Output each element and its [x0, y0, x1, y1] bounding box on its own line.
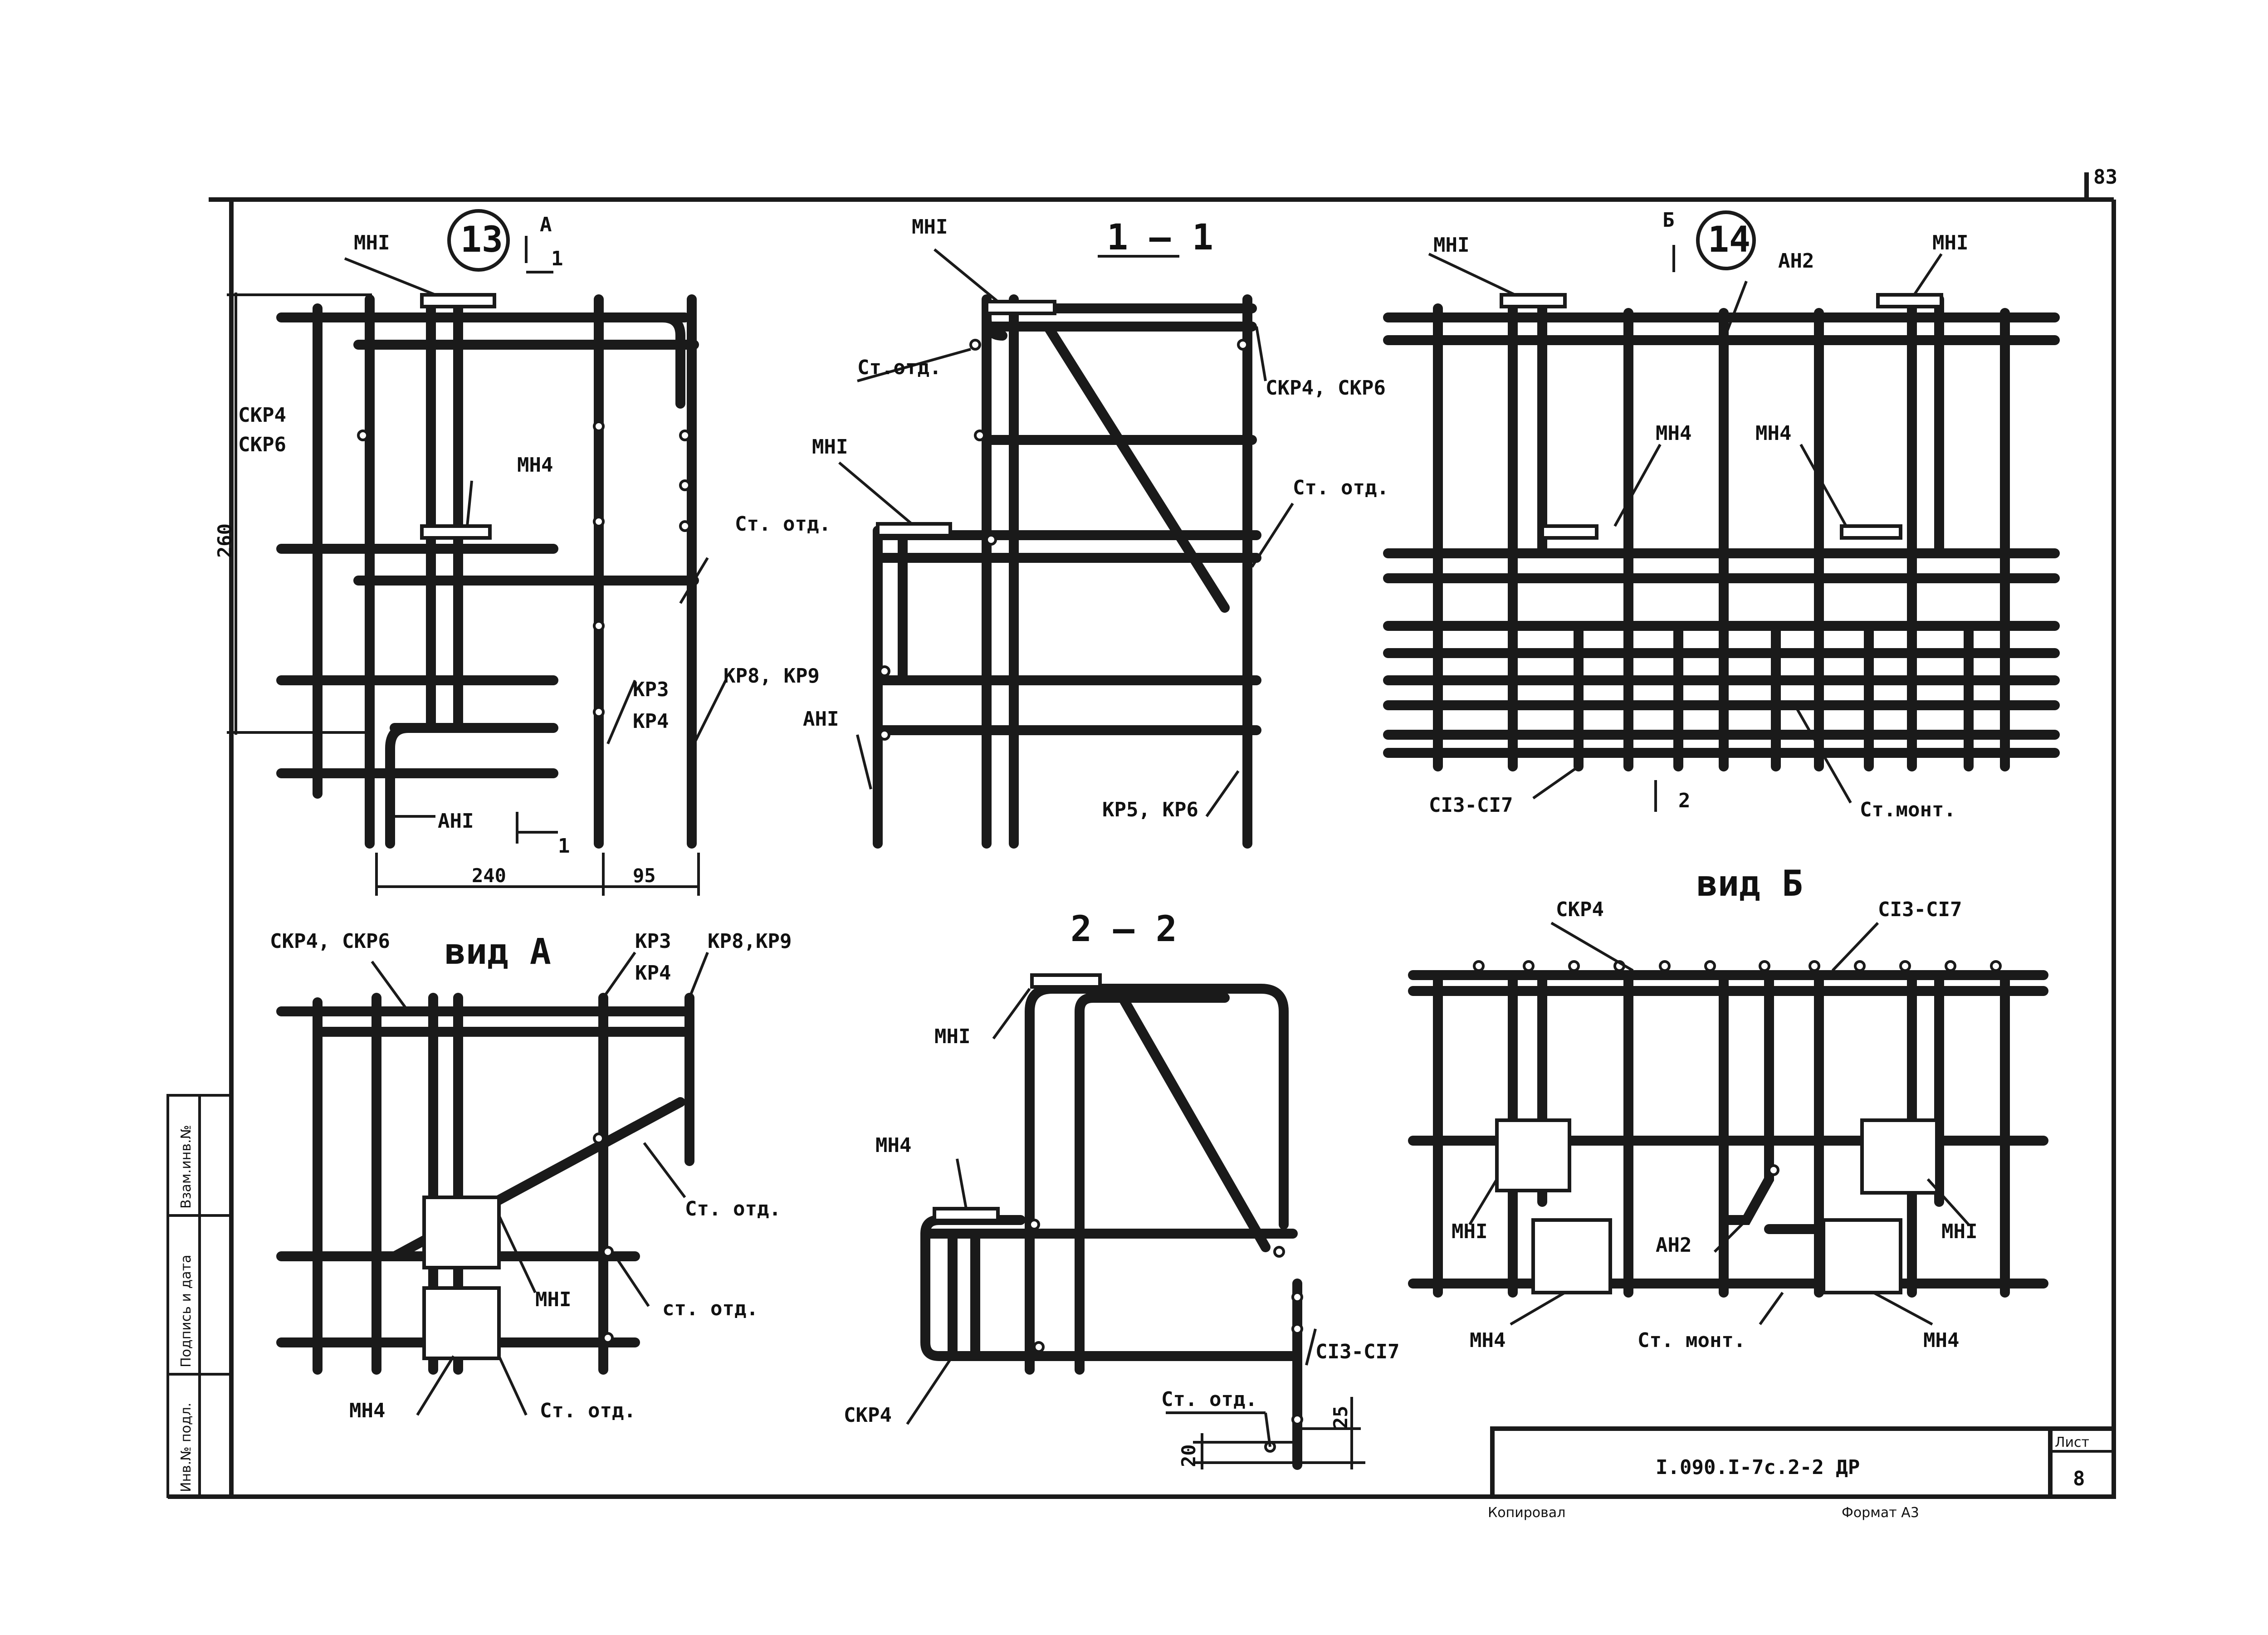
- s22-dim-20: 20: [1178, 1444, 1200, 1467]
- vb-label-mn4: МН4: [1470, 1329, 1505, 1352]
- vb-label-mn4b: МН4: [1923, 1329, 1959, 1352]
- node13-view: [227, 236, 727, 896]
- format-label: Формат А3: [1842, 1505, 1919, 1521]
- n14-label-mn1: МНI: [1433, 234, 1469, 257]
- viewA: [276, 952, 709, 1416]
- checked-label: Копировал: [1488, 1505, 1565, 1521]
- section11-title: 1 — 1: [1107, 217, 1213, 258]
- label-kr89: КР8, КР9: [723, 664, 820, 688]
- vb-label-skr4: СКР4: [1556, 898, 1604, 921]
- vb-label-c13: СI3-СI7: [1878, 898, 1962, 921]
- section-1-num: 1: [551, 247, 563, 270]
- s22-dim-25: 25: [1330, 1406, 1352, 1429]
- stamp-replace: Взам.инв.№: [178, 1125, 194, 1209]
- document-code: I.090.I-7c.2-2 ДР: [1656, 1456, 1860, 1479]
- sec11-label-mn1: МНI: [912, 215, 948, 239]
- section-1-num-bottom: 1: [558, 835, 570, 858]
- va-label-mn1: МНI: [535, 1288, 571, 1311]
- side-stamp: Инв.№ подл. Подпись и дата Взам.инв.№: [166, 1094, 233, 1498]
- sec11-label-mn1b: МНI: [812, 435, 848, 459]
- dim-95: 95: [633, 864, 656, 887]
- vb-label-mn1b: МНI: [1941, 1220, 1977, 1243]
- n14-label-st-mont: Ст.монт.: [1860, 798, 1956, 821]
- s22-label-skr4: СКР4: [844, 1404, 892, 1427]
- n14-label-mn4: МН4: [1656, 422, 1691, 445]
- sec11-label-st-otd: Ст.отд.: [857, 356, 941, 379]
- section22-title: 2 — 2: [1070, 909, 1177, 950]
- viewB: [1408, 922, 2048, 1326]
- label-st-otd: Ст. отд.: [735, 512, 831, 536]
- n14-label-an2: АН2: [1778, 249, 1814, 273]
- sec11-label-kr56: КР5, КР6: [1102, 798, 1198, 821]
- va-label-kr3: КР3: [635, 930, 671, 953]
- dim-260: 260: [214, 523, 236, 558]
- stamp-inv: Инв.№ подл.: [178, 1403, 194, 1492]
- sec11-label-skr46: СКР4, СКР6: [1266, 376, 1386, 400]
- va-label-mn4: МН4: [349, 1399, 385, 1422]
- s22-label-mn1: МНI: [934, 1025, 970, 1048]
- node-13-marker: [447, 209, 510, 272]
- label-skr4: СКР4: [238, 404, 286, 427]
- vb-label-mn1: МНI: [1452, 1220, 1487, 1243]
- sheet-number: 8: [2073, 1467, 2085, 1490]
- node-13-number: 13: [460, 220, 503, 260]
- node-14-number: 14: [1708, 220, 1750, 260]
- n14-label-c13: СI3-СI7: [1429, 794, 1513, 817]
- node14-view: [1383, 245, 2060, 812]
- page-number: 83: [2093, 166, 2117, 189]
- va-label-st-otd-lower: ст. отд.: [662, 1297, 758, 1320]
- sec11-label-an1: АНI: [803, 708, 839, 731]
- label-an1: АНI: [438, 810, 474, 833]
- viewB-title: вид Б: [1696, 864, 1803, 904]
- s22-label-c13: СI3-СI7: [1315, 1340, 1399, 1363]
- va-label-st-otd: Ст. отд.: [685, 1197, 781, 1220]
- va-label-kr89: КР8,КР9: [708, 930, 792, 953]
- viewA-title: вид А: [445, 932, 551, 972]
- sheet-label: Лист: [2055, 1435, 2089, 1450]
- vb-label-an2: АН2: [1656, 1234, 1691, 1257]
- va-label-kr4: КР4: [635, 961, 671, 985]
- title-block: I.090.I-7c.2-2 ДР Лист 8 Копировал Форма…: [1488, 1426, 2116, 1521]
- label-skr6: СКР6: [238, 433, 286, 456]
- n14-label-mn4b: МН4: [1755, 422, 1791, 445]
- section-a-letter: А: [540, 213, 552, 236]
- n14-label-mn1b: МНI: [1932, 231, 1968, 254]
- node-14-marker: [1696, 210, 1756, 270]
- section-b-letter: Б: [1662, 209, 1675, 232]
- va-label-st-otd2: Ст. отд.: [540, 1399, 636, 1422]
- s22-label-mn4: МН4: [875, 1134, 911, 1157]
- stamp-sign: Подпись и дата: [178, 1255, 194, 1368]
- label-mn4: МН4: [517, 454, 553, 477]
- vb-label-st-mont: Ст. монт.: [1637, 1329, 1745, 1352]
- va-label-skr46: СКР4, СКР6: [270, 930, 390, 953]
- label-kr3: КР3: [633, 678, 669, 701]
- label-kr4: КР4: [633, 710, 669, 733]
- s22-label-st-otd: Ст. отд.: [1161, 1388, 1257, 1411]
- section22-view: [906, 973, 1365, 1470]
- sec11-label-st-otd2: Ст. отд.: [1293, 476, 1389, 499]
- section11-view: [838, 248, 1294, 849]
- dim-240: 240: [472, 864, 506, 887]
- label-mn1: МНI: [354, 231, 390, 254]
- section-2-num: 2: [1678, 789, 1691, 812]
